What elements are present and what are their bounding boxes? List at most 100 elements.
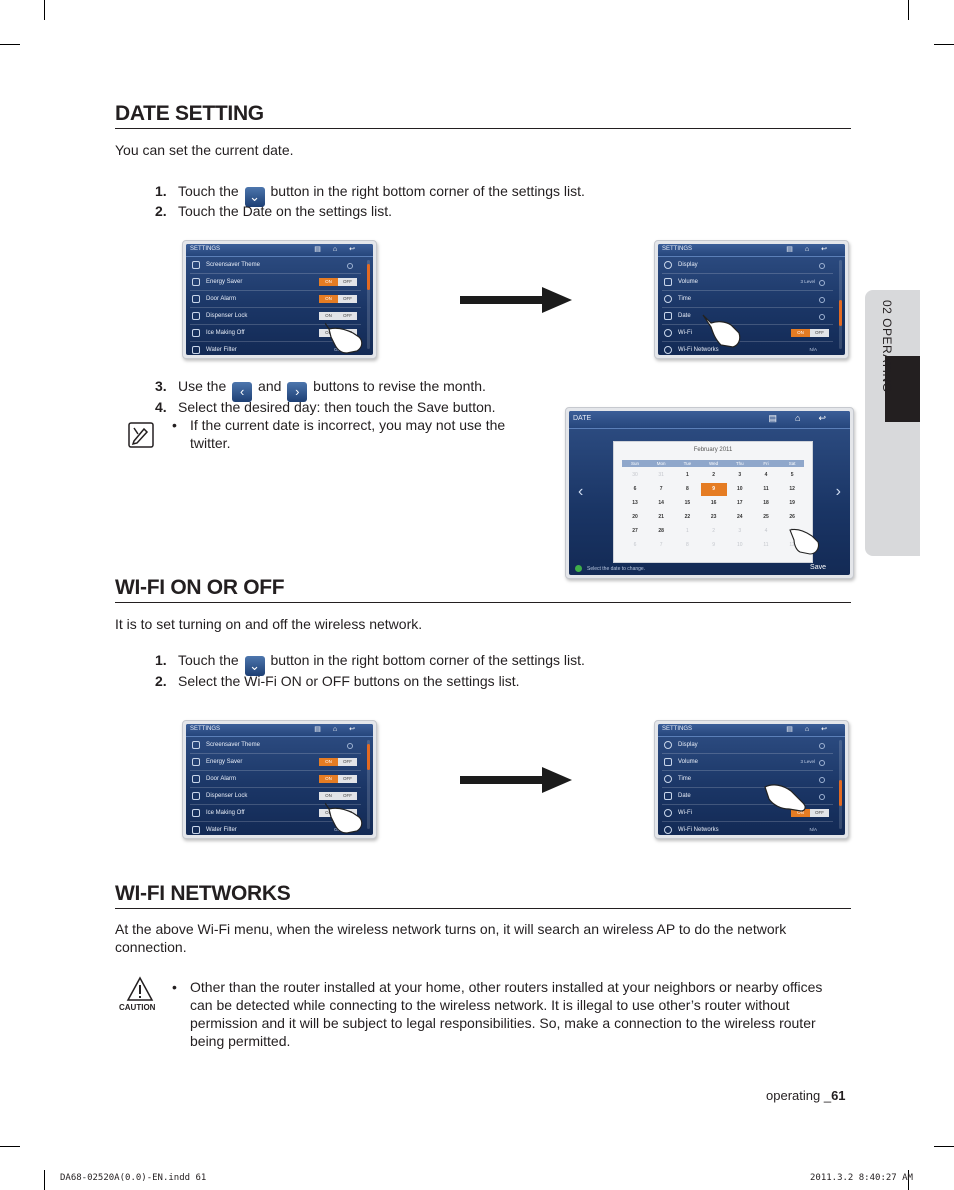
calendar-day[interactable]: 23 (710, 514, 717, 520)
calendar-day[interactable]: 17 (737, 500, 743, 506)
caution-label: CAUTION (119, 1003, 156, 1012)
scrollbar[interactable] (839, 260, 842, 349)
calendar-day[interactable]: 8 (686, 486, 689, 492)
row-screensaver-theme[interactable]: Screensaver Theme (190, 738, 361, 754)
arrow-right-icon (460, 767, 572, 793)
row-time[interactable]: Time (662, 772, 833, 788)
wifi-off-button[interactable]: OFF (810, 329, 829, 337)
row-time[interactable]: Time (662, 292, 833, 308)
row-date[interactable]: Date (662, 789, 833, 805)
header-icons: ▤⌂↩ (314, 246, 367, 253)
off-button[interactable]: OFF (338, 758, 357, 766)
calendar-day[interactable]: 28 (658, 528, 664, 534)
calendar-day: 1 (686, 528, 689, 534)
calendar-day[interactable]: 13 (632, 500, 638, 506)
chevron-right-icon (819, 760, 825, 766)
row-display[interactable]: Display (662, 738, 833, 754)
on-button[interactable]: ON (319, 278, 338, 286)
on-button[interactable]: ON (319, 809, 338, 817)
calendar-day[interactable]: 15 (684, 500, 691, 506)
off-button[interactable]: OFF (338, 792, 357, 800)
on-button[interactable]: ON (319, 312, 338, 320)
wifi-on-button[interactable]: ON (791, 809, 810, 817)
calendar-day[interactable]: 19 (789, 500, 795, 506)
chevron-right-icon (819, 263, 825, 269)
off-button[interactable]: OFF (338, 295, 357, 303)
on-button[interactable]: ON (319, 329, 338, 337)
calendar-day[interactable]: 7 (659, 486, 663, 492)
ice-icon (192, 329, 200, 337)
ice-icon (192, 809, 200, 817)
calendar-day[interactable]: 14 (658, 500, 664, 506)
calendar-day[interactable]: 21 (658, 514, 664, 520)
off-button[interactable]: OFF (338, 312, 357, 320)
next-month-button[interactable]: › (835, 483, 841, 500)
calendar-day[interactable]: 1 (686, 472, 689, 478)
calendar-day[interactable]: 12 (789, 486, 795, 492)
wifi-on-button[interactable]: ON (791, 329, 810, 337)
row-display[interactable]: Display (662, 258, 833, 274)
calendar-day[interactable]: 18 (763, 500, 769, 506)
step-number: 3. (155, 378, 167, 394)
clock-icon (664, 295, 672, 303)
scrollbar[interactable] (367, 740, 370, 829)
row-label: Screensaver Theme (206, 742, 260, 748)
calendar-day[interactable]: 6 (633, 486, 637, 492)
section-side-tab (865, 290, 920, 556)
calendar-day[interactable]: 3 (738, 472, 742, 478)
calendar-day[interactable]: 22 (684, 514, 691, 520)
on-button[interactable]: ON (319, 775, 338, 783)
date-step-3: Use the ‹ and › buttons to revise the mo… (178, 377, 486, 402)
calendar-day[interactable]: 20 (632, 514, 638, 520)
heading-rule (115, 128, 851, 129)
calendar-day[interactable]: 27 (632, 528, 638, 534)
settings-screen-list-3: SETTINGS▤⌂↩ Screensaver Theme Energy Sav… (182, 720, 377, 839)
calendar-day[interactable]: 26 (789, 514, 795, 520)
on-button[interactable]: ON (319, 295, 338, 303)
calendar-day[interactable]: 24 (737, 514, 743, 520)
on-button[interactable]: ON (319, 758, 338, 766)
wifi-off-button[interactable]: OFF (810, 809, 829, 817)
on-button[interactable]: ON (319, 792, 338, 800)
volume-icon (664, 758, 672, 766)
lock-icon (192, 792, 200, 800)
chevron-right-icon (819, 314, 825, 320)
prev-month-button[interactable]: ‹ (578, 483, 584, 500)
calendar-month: February 2011 (693, 447, 733, 453)
off-button[interactable]: OFF (338, 278, 357, 286)
date-step-1: Touch the ⌄ button in the right bottom c… (178, 182, 585, 207)
calendar-day[interactable]: 11 (763, 486, 769, 492)
save-button[interactable]: Save (810, 564, 826, 571)
row-screensaver-theme[interactable]: Screensaver Theme (190, 258, 361, 274)
calendar-day[interactable]: 9 (700, 483, 727, 496)
scrollbar[interactable] (367, 260, 370, 349)
alarm-icon (192, 775, 200, 783)
calendar-day[interactable]: 4 (764, 472, 768, 478)
page-footer: operating _61 (766, 1088, 846, 1103)
off-button[interactable]: OFF (338, 775, 357, 783)
weekday-header: Sun (630, 461, 639, 466)
calendar-day[interactable]: 5 (790, 472, 794, 478)
calendar-icon (664, 312, 672, 320)
row-date[interactable]: Date (662, 309, 833, 325)
chevron-right-icon (347, 743, 353, 749)
calendar-day[interactable]: 2 (712, 472, 715, 478)
calendar-day[interactable]: 25 (763, 514, 769, 520)
calendar-day[interactable]: 16 (710, 500, 717, 506)
row-label: Date (678, 793, 691, 799)
scrollbar[interactable] (839, 740, 842, 829)
calendar-day[interactable]: 10 (737, 486, 743, 492)
